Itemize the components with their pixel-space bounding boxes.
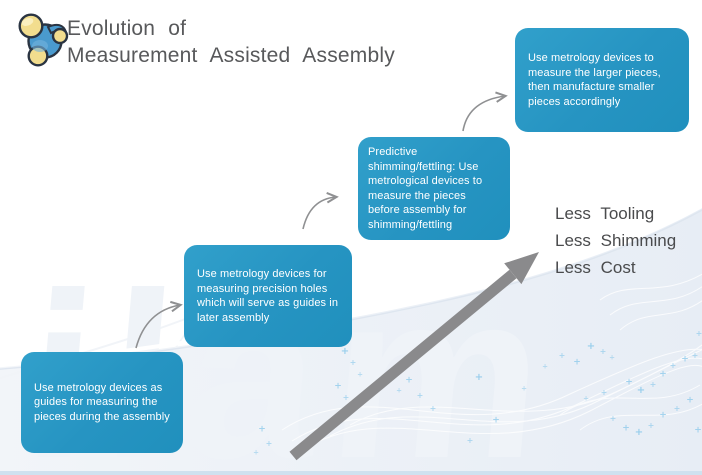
molecule-icon	[18, 13, 69, 67]
plus-mark: +	[429, 404, 437, 413]
plus-mark: +	[357, 370, 363, 379]
plus-mark: +	[258, 424, 266, 435]
plus-mark: +	[599, 347, 607, 356]
title-line-1: Evolution of	[67, 17, 187, 40]
plus-mark: +	[659, 369, 667, 380]
plus-mark: +	[573, 357, 581, 368]
benefit-line-tooling: Less Tooling	[555, 204, 655, 223]
plus-mark: +	[634, 427, 644, 438]
plus-mark: +	[349, 358, 357, 367]
plus-mark: +	[609, 414, 617, 423]
title-line-2: Measurement Assisted Assembly	[67, 44, 395, 67]
step-box-4: Use metrology devices to measure the lar…	[515, 28, 689, 132]
plus-mark: +	[492, 415, 500, 426]
plus-mark: +	[396, 386, 402, 395]
plus-mark: +	[647, 421, 655, 430]
benefits-list: Less Tooling Less Shimming Less Cost	[555, 200, 676, 281]
bottom-strip	[0, 471, 702, 475]
plus-mark: +	[416, 391, 424, 400]
plus-mark: +	[600, 388, 608, 397]
step-box-2: Use metrology devices for measuring prec…	[184, 245, 352, 347]
plus-mark: +	[609, 353, 615, 362]
plus-mark: +	[659, 410, 667, 421]
step-box-3: Predictive shimming/fettling: Use metrol…	[358, 137, 510, 240]
plus-mark: +	[686, 395, 694, 406]
plus-mark: +	[340, 346, 350, 357]
plus-mark: +	[334, 381, 342, 392]
plus-mark: +	[669, 361, 677, 370]
plus-mark: +	[583, 394, 589, 403]
plus-mark: +	[253, 448, 259, 457]
plus-mark: +	[474, 372, 484, 383]
step-2-text: Use metrology devices for measuring prec…	[197, 268, 339, 324]
plus-mark: +	[673, 404, 681, 413]
plus-mark: +	[542, 362, 548, 371]
plus-mark: +	[586, 341, 596, 352]
benefit-line-cost: Less Cost	[555, 258, 636, 277]
step-4-text: Use metrology devices to measure the lar…	[528, 52, 661, 108]
step-1-text: Use metrology devices as guides for meas…	[34, 381, 170, 423]
plus-mark: +	[691, 351, 699, 360]
step-3-text: Predictive shimming/fettling: Use metrol…	[368, 146, 483, 231]
plus-mark: +	[405, 375, 413, 386]
plus-mark: +	[695, 329, 702, 338]
step-box-1: Use metrology devices as guides for meas…	[21, 352, 183, 453]
plus-mark: +	[342, 393, 350, 402]
plus-mark: +	[625, 377, 633, 388]
page-title: Evolution of Measurement Assisted Assemb…	[67, 15, 487, 69]
plus-mark: +	[466, 436, 474, 445]
plus-mark: +	[558, 351, 566, 360]
plus-mark: +	[265, 439, 273, 448]
benefit-line-shimming: Less Shimming	[555, 231, 677, 250]
plus-mark: +	[694, 425, 702, 436]
plus-mark: +	[622, 423, 630, 434]
plus-mark: +	[649, 380, 657, 389]
plus-mark: +	[636, 385, 646, 396]
plus-mark: +	[681, 354, 689, 365]
plus-mark: +	[521, 384, 527, 393]
